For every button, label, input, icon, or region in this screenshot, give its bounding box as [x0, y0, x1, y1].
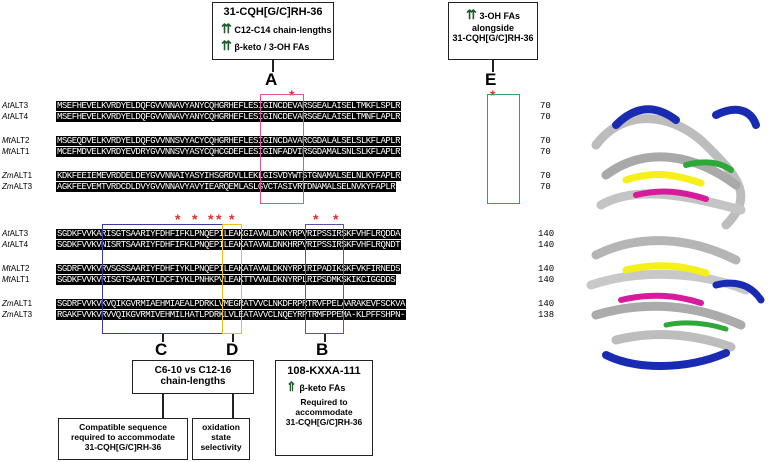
seq-name: MtALT2 — [2, 136, 30, 145]
connector-c — [162, 334, 164, 342]
box-b-line1: β-keto FAs — [299, 383, 346, 393]
label-a: A — [265, 70, 278, 89]
residue-count: 70 — [540, 112, 551, 122]
connector-c2 — [162, 394, 164, 418]
sequence: MSGEQDVELKVRDYELDQFGVVNNSVYACYCQHGRHEFLE… — [56, 136, 402, 146]
highlight-box-e — [487, 94, 520, 204]
double-up-arrow-icon: ⇈ — [221, 21, 232, 36]
box-b-line2: Required to — [300, 397, 348, 407]
highlight-box-d — [222, 224, 242, 334]
annotation-box-c-detail: Compatible sequence required to accommod… — [58, 418, 188, 460]
box-e-line3: 31-CQH[G/C]RH-36 — [452, 33, 534, 43]
sequence: AGKFEEVEMTVRDCDLDVYGVVNNAVYAVYIEARQEMLAS… — [56, 182, 397, 192]
sequence: MCEFMDVELKVRDYEVDRYGVVNNSVYASYCQHCGDEFLE… — [56, 147, 402, 157]
box-a-line1: C12-C14 chain-lengths — [234, 25, 332, 35]
connector-a — [272, 60, 274, 72]
protein-structure-illustration — [586, 105, 765, 370]
annotation-box-cd: C6-10 vs C12-16 chain-lengths — [132, 360, 254, 394]
sequence: MSEFHEVELKVRDYELDQFGVVNNAVYANYCQHGRHEFLE… — [56, 112, 402, 122]
highlight-box-b — [305, 224, 344, 334]
connector-b — [324, 334, 326, 342]
seq-name: AtALT4 — [2, 112, 29, 121]
box-c-line1: Compatible sequence — [79, 422, 167, 432]
residue-count: 140 — [538, 299, 555, 309]
motif-title-a: 31-CQH[G/C]RH-36 — [223, 6, 323, 18]
label-b: B — [316, 340, 329, 359]
box-d-line2: state — [211, 432, 231, 442]
connector-e — [492, 60, 494, 72]
star-marker: * — [216, 211, 222, 227]
label-e: E — [485, 70, 497, 89]
residue-count: 140 — [538, 275, 555, 285]
sequence: SGDRFVVKVRVSGSSAARIYFDHFIYKLPNQEPILEAKAT… — [56, 264, 402, 274]
motif-title-b: 108-KXXA-111 — [287, 365, 361, 377]
seq-name: ZmALT3 — [2, 310, 33, 319]
residue-count: 140 — [538, 229, 555, 239]
sequence: MSEFHEVELKVRDYELDQFGVVNNAVYANYCQHGRHEFLE… — [56, 101, 402, 111]
double-up-arrow-icon: ⇈ — [221, 38, 232, 53]
residue-count: 70 — [540, 171, 551, 181]
star-marker: * — [208, 211, 214, 227]
annotation-box-a: 31-CQH[G/C]RH-36 ⇈ C12-C14 chain-lengths… — [212, 2, 334, 60]
star-marker: * — [175, 211, 181, 227]
box-c-line2: required to accommodate — [71, 432, 175, 442]
sequence: RGAKFVVKVRVVQIKGVRMIVEHMILHATLPDRKLVLEAT… — [56, 310, 406, 320]
highlight-box-a — [260, 94, 304, 204]
up-arrow-icon: ⇑ — [286, 379, 297, 394]
highlight-box-c — [102, 224, 223, 334]
residue-count: 140 — [538, 240, 555, 250]
sequence: SGDKFVVKARISGTSAARIYFDHFIFKLPNQEPILEAKGI… — [56, 229, 402, 239]
box-cd-line1: C6-10 vs C12-16 — [154, 365, 232, 376]
connector-d — [232, 334, 234, 342]
seq-name: MtALT1 — [2, 147, 30, 156]
seq-name: AtALT3 — [2, 229, 29, 238]
sequence: KDKFEEIEMEVRDDELDEYGVVNNAIYASYIHSGRDVLLE… — [56, 171, 402, 181]
box-e-line1: 3-OH FAs — [479, 11, 520, 21]
box-b-line4: 31-CQH[G/C]RH-36 — [285, 417, 363, 427]
box-d-line3: selectivity — [200, 442, 242, 452]
star-marker: * — [490, 87, 496, 103]
box-cd-line2: chain-lengths — [160, 376, 226, 387]
label-c: C — [155, 340, 168, 359]
annotation-box-d-detail: oxidation state selectivity — [192, 418, 250, 460]
residue-count: 70 — [540, 136, 551, 146]
star-marker: * — [229, 211, 235, 227]
star-marker: * — [333, 211, 339, 227]
seq-name: ZmALT1 — [2, 171, 33, 180]
seq-name: AtALT4 — [2, 240, 29, 249]
residue-count: 70 — [540, 101, 551, 111]
annotation-box-e: ⇈ 3-OH FAs alongside 31-CQH[G/C]RH-36 — [448, 2, 538, 60]
seq-name: MtALT1 — [2, 275, 30, 284]
star-marker: * — [313, 211, 319, 227]
connector-d2 — [232, 394, 234, 418]
sequence: SGDKFVVKVNISRTSAARIYFDHFIFKLPNQEPILEAKAT… — [56, 240, 402, 250]
box-c-line3: 31-CQH[G/C]RH-36 — [84, 442, 162, 452]
residue-count: 140 — [538, 264, 555, 274]
star-marker: * — [192, 211, 198, 227]
sequence: SGDKFVVKVRISGTSAARIYLDCFIYKLPNHKPVLEAKTT… — [56, 275, 397, 285]
seq-name: ZmALT3 — [2, 182, 33, 191]
residue-count: 138 — [538, 310, 555, 320]
seq-name: MtALT2 — [2, 264, 30, 273]
box-d-line1: oxidation — [202, 422, 240, 432]
star-marker: * — [289, 87, 295, 103]
double-up-arrow-icon: ⇈ — [466, 7, 477, 22]
residue-count: 70 — [540, 147, 551, 157]
box-a-line2: β-keto / 3-OH FAs — [234, 42, 310, 52]
seq-name: AtALT3 — [2, 101, 29, 110]
annotation-box-b: 108-KXXA-111 ⇑ β-keto FAs Required to ac… — [275, 360, 373, 456]
box-e-line2: alongside — [471, 23, 514, 33]
box-b-line3: accommodate — [295, 407, 353, 417]
seq-name: ZmALT1 — [2, 299, 33, 308]
sequence: SGDRFVVKVKVQIKGVRMIAEHMIAEALPDRKLVMEGRAT… — [56, 299, 406, 309]
label-d: D — [226, 340, 239, 359]
residue-count: 70 — [540, 182, 551, 192]
